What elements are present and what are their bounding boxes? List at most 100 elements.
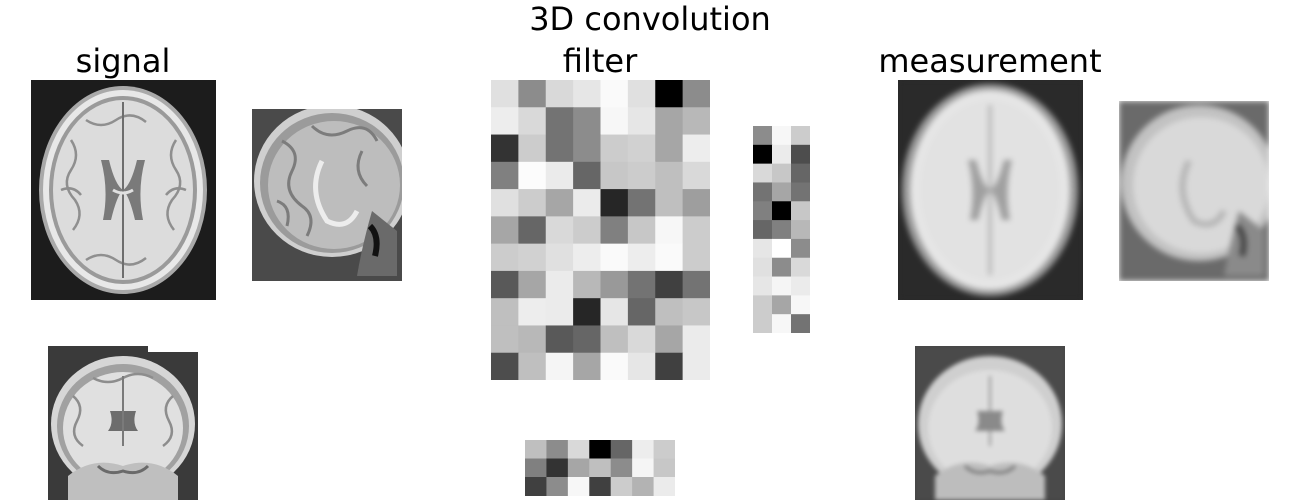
filter-front-cell bbox=[655, 298, 684, 326]
filter-side-cell bbox=[791, 257, 810, 278]
filter-front-cell bbox=[655, 216, 684, 245]
filter-front-cell bbox=[627, 189, 656, 217]
filter-front-cell bbox=[682, 216, 710, 245]
measurement-axial-slice bbox=[898, 80, 1083, 300]
filter-front-cell bbox=[518, 243, 547, 272]
filter-front-cell bbox=[655, 134, 684, 163]
filter-front-cell bbox=[545, 216, 574, 245]
filter-side-cell bbox=[772, 163, 792, 183]
filter-front-cell bbox=[573, 270, 601, 299]
filter-bottom-cell bbox=[525, 458, 547, 478]
filter-front-cell bbox=[682, 298, 710, 326]
filter-side-cell bbox=[753, 182, 773, 202]
filter-bottom-cell bbox=[610, 477, 633, 496]
filter-front-cell bbox=[627, 80, 656, 108]
filter-bottom-cell bbox=[546, 477, 569, 496]
filter-side-cell bbox=[753, 126, 773, 146]
filter-bottom-cell bbox=[632, 458, 655, 478]
filter-front-cell bbox=[491, 134, 519, 163]
filter-front-cell bbox=[518, 216, 547, 245]
filter-side-cell bbox=[753, 314, 773, 333]
filter-front-cell bbox=[491, 298, 519, 326]
filter-bottom-cell bbox=[567, 477, 590, 496]
filter-front-cell bbox=[573, 134, 601, 163]
filter-front-cell bbox=[573, 161, 601, 190]
filter-front-cell bbox=[518, 189, 547, 217]
filter-front-cell bbox=[545, 243, 574, 272]
filter-front-cell bbox=[491, 161, 519, 190]
filter-front-cell bbox=[491, 325, 519, 354]
filter-front-cell bbox=[600, 352, 629, 380]
filter-front-cell bbox=[655, 352, 684, 380]
filter-front-cell bbox=[600, 189, 629, 217]
signal-title: signal bbox=[75, 42, 171, 80]
filter-side-cell bbox=[772, 276, 792, 296]
filter-front-cell bbox=[627, 161, 656, 190]
filter-front-cell bbox=[518, 298, 547, 326]
filter-side-grid-svg bbox=[753, 126, 810, 333]
filter-front-cell bbox=[545, 325, 574, 354]
filter-front-cell bbox=[573, 107, 601, 136]
filter-front-cell bbox=[627, 107, 656, 136]
filter-front-cell bbox=[573, 352, 601, 380]
filter-bottom-cell bbox=[653, 440, 675, 459]
filter-front-cell bbox=[518, 80, 547, 108]
filter-side-cell bbox=[791, 238, 810, 259]
filter-front-cell bbox=[491, 216, 519, 245]
filter-front-grid-svg bbox=[491, 80, 710, 380]
filter-front-cell bbox=[682, 352, 710, 380]
filter-front-cell bbox=[655, 270, 684, 299]
filter-side-cell bbox=[753, 201, 773, 221]
filter-front-cell bbox=[600, 216, 629, 245]
filter-front-cell bbox=[627, 134, 656, 163]
filter-bottom-cell bbox=[546, 458, 569, 478]
filter-front-cell bbox=[627, 216, 656, 245]
filter-front-cell bbox=[682, 243, 710, 272]
filter-front-cell bbox=[655, 189, 684, 217]
filter-side-cell bbox=[753, 144, 773, 165]
filter-side-cell bbox=[753, 295, 773, 315]
filter-bottom-cell bbox=[567, 440, 590, 459]
filter-side-cell bbox=[791, 295, 810, 315]
filter-front-cell bbox=[600, 325, 629, 354]
filter-front-cell bbox=[518, 107, 547, 136]
filter-front-cell bbox=[682, 107, 710, 136]
filter-side-cell bbox=[791, 144, 810, 165]
filter-title: filter bbox=[562, 42, 638, 80]
filter-front-cell bbox=[573, 298, 601, 326]
filter-front-cell bbox=[600, 161, 629, 190]
filter-front-cell bbox=[573, 325, 601, 354]
signal-coronal-image bbox=[48, 346, 198, 500]
filter-side-cell bbox=[753, 276, 773, 296]
filter-side-cell bbox=[772, 257, 792, 278]
filter-bottom-cell bbox=[589, 458, 612, 478]
filter-front-cell bbox=[491, 352, 519, 380]
filter-front-cell bbox=[491, 243, 519, 272]
filter-side-cell bbox=[772, 182, 792, 202]
filter-bottom-cell bbox=[632, 477, 655, 496]
filter-front-cell bbox=[518, 134, 547, 163]
filter-side-cell bbox=[772, 126, 792, 146]
filter-front-cell bbox=[600, 298, 629, 326]
filter-bottom-cell bbox=[653, 458, 675, 478]
filter-side-cell bbox=[753, 163, 773, 183]
filter-front-cell bbox=[545, 270, 574, 299]
filter-front-cell bbox=[682, 270, 710, 299]
signal-axial-slice bbox=[31, 80, 216, 300]
filter-bottom-cell bbox=[610, 458, 633, 478]
filter-side-cell bbox=[791, 220, 810, 240]
filter-front-cell bbox=[682, 325, 710, 354]
filter-front-cell bbox=[627, 243, 656, 272]
filter-front-cell bbox=[518, 270, 547, 299]
filter-front-cell bbox=[600, 270, 629, 299]
filter-front-cell bbox=[682, 161, 710, 190]
filter-front-cell bbox=[573, 189, 601, 217]
filter-bottom-cell bbox=[589, 440, 612, 459]
filter-side-cell bbox=[791, 276, 810, 296]
filter-bottom-cell bbox=[525, 477, 547, 496]
filter-side-grid bbox=[753, 126, 810, 333]
filter-front-cell bbox=[682, 80, 710, 108]
filter-front-cell bbox=[491, 80, 519, 108]
filter-front-cell bbox=[627, 298, 656, 326]
filter-side-cell bbox=[791, 126, 810, 146]
